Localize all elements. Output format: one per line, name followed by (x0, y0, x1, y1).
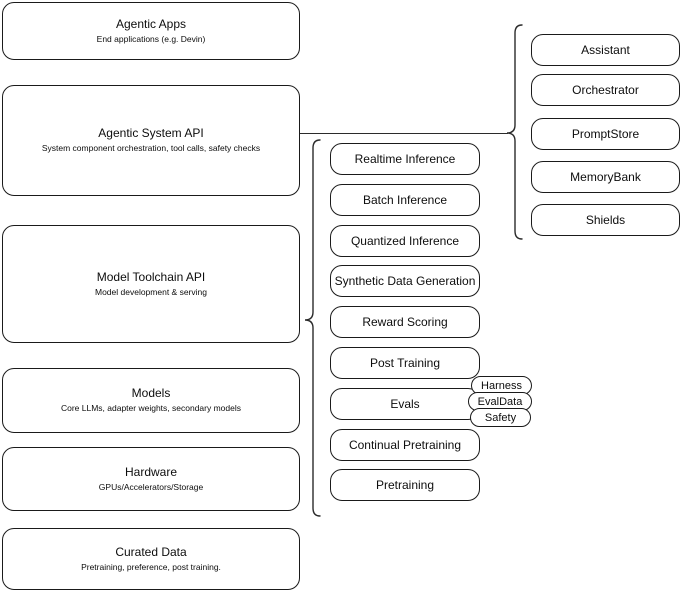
system-component-assistant[interactable]: Assistant (531, 34, 680, 66)
layer-title: Curated Data (115, 544, 187, 559)
layer-title: Agentic Apps (115, 16, 187, 31)
connector-system-api-to-components (300, 133, 508, 135)
layer-subtitle: Pretraining, preference, post training. (81, 561, 221, 572)
layer-subtitle: GPUs/Accelerators/Storage (98, 481, 204, 492)
toolchain-item-synthetic-data-generation[interactable]: Synthetic Data Generation (330, 265, 480, 297)
toolchain-item-title: Batch Inference (362, 192, 448, 207)
eval-badge-evaldata[interactable]: EvalData (468, 392, 532, 411)
toolchain-item-evals[interactable]: Evals (330, 388, 480, 420)
system-component-shields[interactable]: Shields (531, 204, 680, 236)
layer-title: Agentic System API (98, 126, 204, 140)
layer-subtitle: Core LLMs, adapter weights, secondary mo… (60, 403, 241, 413)
system-component-orchestrator[interactable]: Orchestrator (531, 74, 680, 106)
toolchain-item-realtime-inference[interactable]: Realtime Inference (330, 143, 480, 175)
layer-title: Models (131, 386, 171, 400)
layer-model-toolchain-api[interactable]: Model Toolchain API Model development & s… (2, 225, 300, 343)
system-component-memorybank[interactable]: MemoryBank (531, 161, 680, 193)
system-component-promptstore[interactable]: PromptStore (531, 118, 680, 150)
toolchain-item-reward-scoring[interactable]: Reward Scoring (330, 306, 480, 338)
toolchain-item-title: Post Training (369, 355, 441, 370)
toolchain-item-batch-inference[interactable]: Batch Inference (330, 184, 480, 216)
toolchain-item-quantized-inference[interactable]: Quantized Inference (330, 225, 480, 257)
toolchain-item-title: Evals (390, 396, 420, 411)
layer-title: Model Toolchain API (96, 269, 206, 284)
layer-subtitle: System component orchestration, tool cal… (41, 143, 261, 153)
layer-agentic-system-api[interactable]: Agentic System API System component orche… (2, 85, 300, 196)
system-components-bracket (505, 24, 525, 242)
toolchain-item-title: Pretraining (375, 477, 435, 492)
layer-title: Hardware (124, 464, 178, 479)
toolchain-item-pretraining[interactable]: Pretraining (330, 469, 480, 501)
system-component-title: Orchestrator (572, 82, 639, 97)
toolchain-item-continual-pretraining[interactable]: Continual Pretraining (330, 429, 480, 461)
layer-subtitle: Model development & serving (95, 286, 207, 297)
layer-subtitle: End applications (e.g. Devin) (96, 33, 206, 44)
toolchain-item-title: Realtime Inference (354, 151, 456, 166)
system-component-title: PromptStore (571, 126, 640, 141)
toolchain-item-title: Reward Scoring (362, 314, 448, 329)
toolchain-bracket (303, 139, 323, 519)
system-component-title: MemoryBank (570, 169, 641, 184)
system-component-title: Assistant (581, 42, 630, 57)
toolchain-item-title: Synthetic Data Generation (334, 273, 476, 288)
toolchain-item-title: Continual Pretraining (348, 437, 462, 452)
toolchain-item-post-training[interactable]: Post Training (330, 347, 480, 379)
system-component-title: Shields (585, 212, 626, 227)
eval-badge-safety[interactable]: Safety (470, 408, 531, 427)
toolchain-item-title: Quantized Inference (350, 233, 460, 248)
